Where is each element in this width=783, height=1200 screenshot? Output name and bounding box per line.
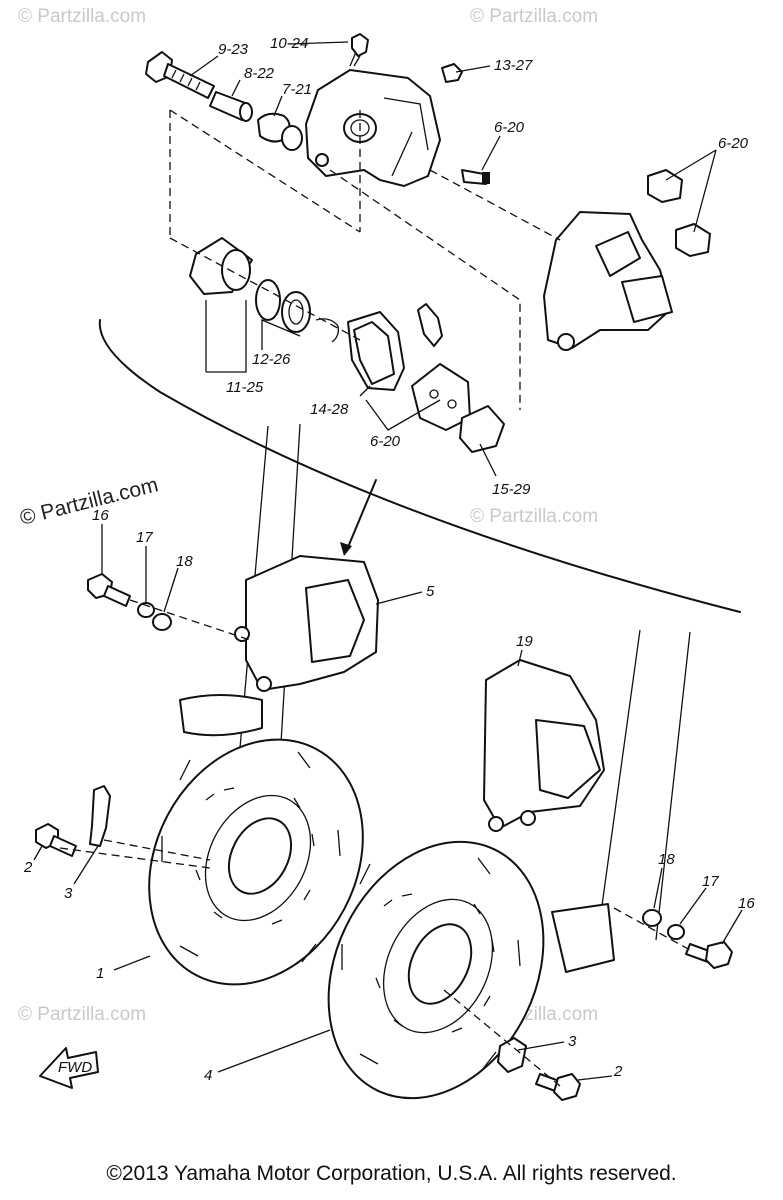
assembly-arrowhead [340,542,352,556]
disc-bolt-guide-left [59,839,211,869]
watermark-top-right: © Partzilla.com [470,6,598,27]
leader-19 [517,649,523,667]
shim-6-20-c [411,303,471,431]
explode-guide-right [329,169,561,410]
leader-2-b [577,1075,613,1081]
label-5: 5 [426,583,435,600]
label-10-24: 10-24 [270,35,308,52]
assembly-arrow [345,479,377,553]
washer-17-b [667,924,685,940]
label-17-b: 17 [702,873,719,890]
label-17-a: 17 [136,529,153,546]
bolt-16-a [87,573,131,607]
label-15-29: 15-29 [492,481,531,498]
brake-disc-4 [327,840,545,1100]
leader-9-23 [189,55,219,77]
leader-11-25 [205,300,247,373]
pin-clip-13-27 [441,63,463,83]
fork-bottom-right [551,903,615,973]
bolt-guide-left [129,599,251,641]
label-4: 4 [204,1067,212,1084]
leader-7-21 [273,95,283,117]
fork-leg-right [599,629,691,941]
bleed-screw-10-24 [349,33,369,67]
bolt-2-b [535,1073,581,1101]
bushing-8-22 [209,91,253,122]
label-6-20-b: 6-20 [718,135,749,152]
leader-17-b [679,887,707,925]
watermark-bottom-left: © Partzilla.com [18,1004,146,1025]
copyright-notice: ©2013 Yamaha Motor Corporation, U.S.A. A… [106,1162,677,1185]
fwd-label: FWD [58,1059,92,1076]
leader-12-26 [261,319,301,350]
label-6-20-c: 6-20 [370,433,401,450]
seal-12-26 [255,279,340,343]
caliper-body-19 [483,659,605,832]
leader-4 [217,1029,331,1073]
leader-18-a [163,567,179,613]
leader-8-22 [231,79,241,97]
label-11-25: 11-25 [226,379,264,396]
label-12-26: 12-26 [252,351,291,368]
support-bracket [543,211,673,351]
label-2-a: 2 [23,859,33,876]
leader-3-b [517,1041,565,1051]
leader-6-20-b [665,149,717,233]
washer-18-a [152,613,172,631]
leader-14-28 [359,385,371,397]
label-19: 19 [516,633,533,650]
label-8-22: 8-22 [244,65,275,82]
leader-18-b [653,867,663,909]
screw-6-20-a [461,169,490,185]
leader-6-20-a [481,135,501,171]
label-18-a: 18 [176,553,193,570]
label-2-b: 2 [613,1063,623,1080]
bolt-2-a [35,823,77,857]
watermark-mid-right: © Partzilla.com [470,506,598,527]
label-7-21: 7-21 [282,81,312,98]
caliper-body-upper [305,69,441,187]
label-16-a: 16 [92,507,109,524]
label-3-a: 3 [64,885,73,902]
label-1: 1 [96,965,104,982]
pads-14-28 [347,311,405,391]
label-9-23: 9-23 [218,41,249,58]
washer-18-b [642,909,662,927]
bolt-16-b [685,941,733,969]
leader-1 [113,955,151,971]
watermark-main: © Partzilla.com [18,473,161,530]
group-bracket-arc [98,319,741,613]
leader-2-a [33,845,43,861]
leader-15-29 [479,443,497,477]
label-6-20-a: 6-20 [494,119,525,136]
label-14-28: 14-28 [310,401,349,418]
leader-5 [375,591,423,605]
leader-16-b [721,909,743,945]
explode-guide-left [169,109,361,341]
fork-mount-left [179,694,263,737]
leader-6-20-c [365,399,441,431]
caliper-body-5 [234,555,379,692]
label-18-b: 18 [658,851,675,868]
boot-7-21 [257,112,303,151]
lock-plate-3-b [497,1037,527,1073]
watermark-top-left: © Partzilla.com [18,6,146,27]
shim-15-29 [459,405,505,453]
leader-3-a [73,845,99,885]
label-16-b: 16 [738,895,755,912]
washer-17-a [137,602,155,618]
label-3-b: 3 [568,1033,577,1050]
leader-13-27 [455,65,491,73]
lock-plate-3-a [89,785,111,847]
leader-10-24 [287,41,349,45]
label-13-27: 13-27 [494,57,533,74]
pad-clips-6-20-b [647,169,711,257]
fwd-arrow-icon: FWD [39,1047,99,1089]
brake-disc-1 [148,738,364,986]
bolt-guide-right [613,907,691,951]
caliper-bolt-9-23 [145,51,215,99]
